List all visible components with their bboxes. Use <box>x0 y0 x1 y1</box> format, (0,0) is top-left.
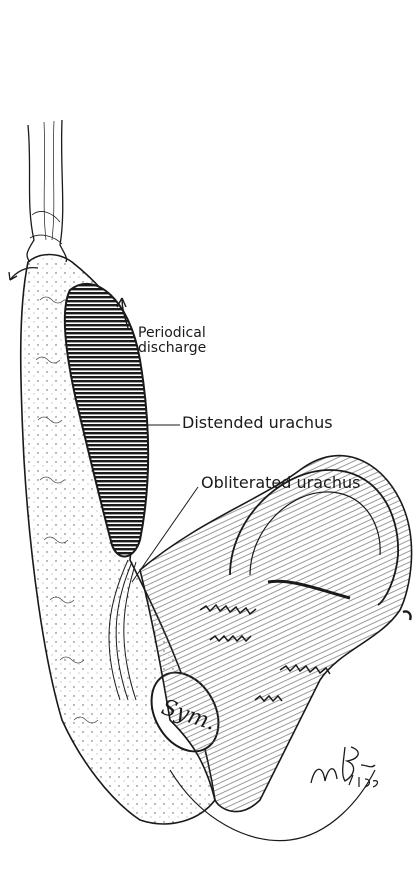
obliterated-urachus-label: Obliterated urachus <box>201 475 360 492</box>
umbilical-cord <box>27 120 67 262</box>
outlet-mark <box>403 611 411 620</box>
artist-signature <box>305 735 385 795</box>
periodical-label-line2: discharge <box>138 341 206 356</box>
periodical-label-line1: Periodical <box>138 326 206 341</box>
periodical-discharge-label: Periodical discharge <box>138 326 206 355</box>
distended-urachus-label: Distended urachus <box>182 415 333 432</box>
